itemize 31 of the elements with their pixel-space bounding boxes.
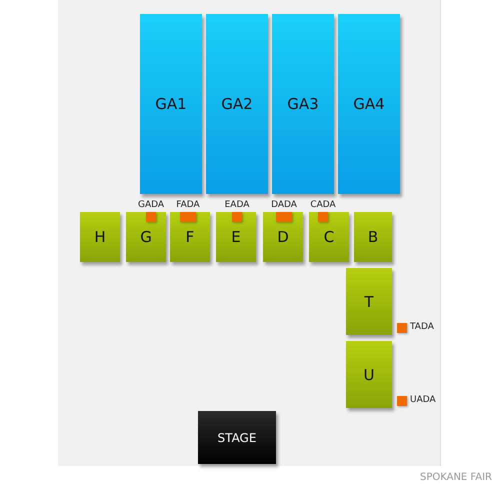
- seating-section: [346, 341, 392, 408]
- section-label: G: [140, 228, 152, 246]
- section-label: U: [364, 366, 374, 384]
- accessible-seating-label: EADA: [224, 200, 250, 210]
- accessible-seating-label: GADA: [138, 200, 164, 210]
- section-label: GA1: [155, 95, 187, 113]
- accessible-seating-label: CADA: [310, 200, 336, 210]
- stage-label: STAGE: [218, 430, 256, 444]
- accessible-seating-label: DADA: [271, 200, 297, 210]
- section-label: D: [277, 228, 289, 246]
- section-label: GA2: [221, 95, 253, 113]
- section-label: T: [364, 292, 374, 310]
- seating-section: [140, 14, 202, 194]
- seating-section: [338, 14, 400, 194]
- seating-section: [354, 212, 392, 262]
- stage-block: [198, 411, 276, 464]
- seating-section: [80, 212, 120, 262]
- accessible-seating-label: UADA: [410, 395, 436, 405]
- seating-section: [206, 14, 268, 194]
- section-label: B: [368, 228, 378, 246]
- section-label: GA3: [287, 95, 319, 113]
- section-label: F: [186, 228, 194, 246]
- section-label: GA4: [353, 95, 385, 113]
- section-label: H: [94, 228, 106, 246]
- seating-section: [272, 14, 334, 194]
- section-label: E: [231, 228, 241, 246]
- section-label: C: [324, 228, 334, 246]
- seating-section: [346, 268, 392, 335]
- caption: SPOKANE FAIR: [420, 472, 492, 483]
- accessible-seating-label: TADA: [410, 322, 434, 332]
- accessible-seating-label: FADA: [176, 200, 200, 210]
